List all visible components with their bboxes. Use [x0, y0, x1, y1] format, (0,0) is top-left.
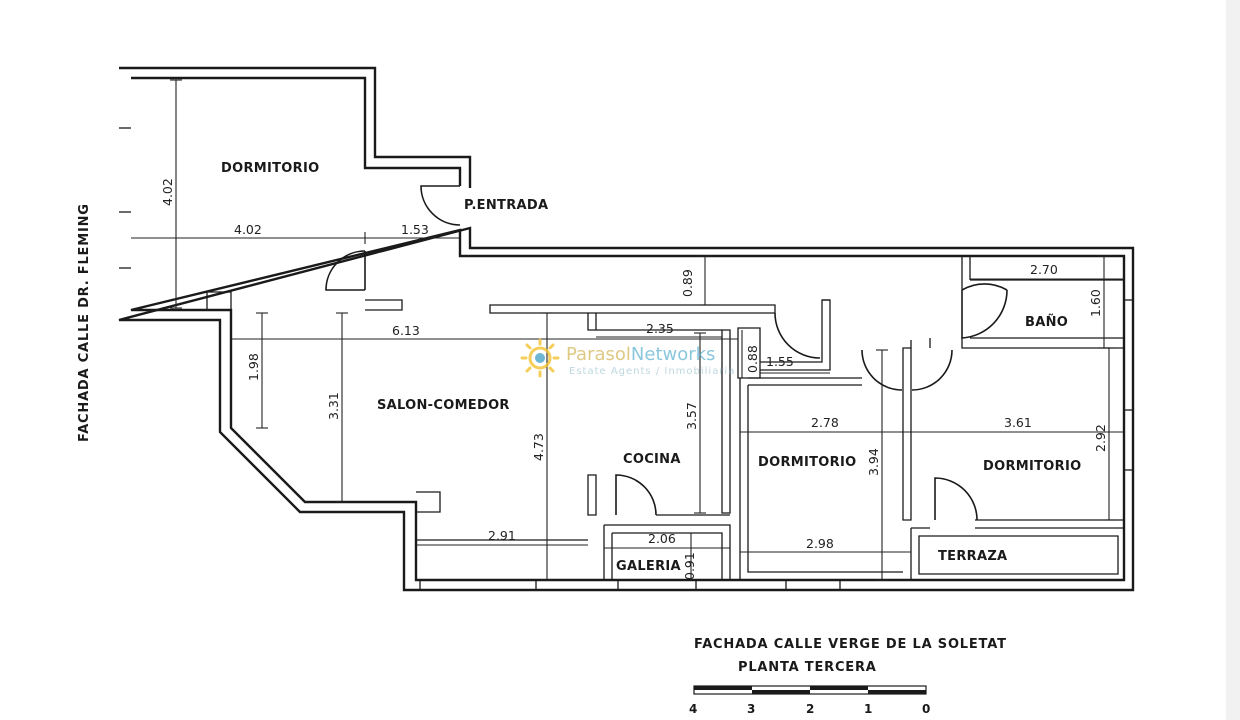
dimension-label: 6.13 [392, 323, 420, 338]
dimension-label: 0.91 [682, 552, 697, 580]
scale-label: 2 [806, 702, 814, 716]
facade-left-caption: FACHADA CALLE DR. FLEMING [77, 203, 92, 442]
dimension-labels: 4.02 4.02 1.53 0.89 2.70 1.60 6.13 2.35 … [160, 178, 1108, 580]
exterior-walls [118, 66, 1135, 592]
scale-label: 3 [747, 702, 755, 716]
room-label-entrada: P.ENTRADA [464, 198, 548, 213]
room-label-dormitorio: DORMITORIO [221, 161, 319, 176]
dimension-label: 2.35 [646, 321, 674, 336]
watermark-brand-a: Parasol [566, 344, 631, 365]
dimension-label: 1.55 [766, 354, 794, 369]
room-labels: DORMITORIO P.ENTRADA SALON-COMEDOR COCIN… [221, 161, 1081, 574]
floor-caption: PLANTA TERCERA [738, 660, 877, 675]
scale-bar: 4 3 2 1 0 [689, 685, 930, 716]
scale-label: 1 [864, 702, 872, 716]
page-edge-strip [1226, 0, 1240, 720]
dimension-label: 2.06 [648, 531, 676, 546]
dimension-label: 2.91 [488, 528, 516, 543]
svg-text:ParasolNetworks: ParasolNetworks [566, 344, 715, 365]
room-label-terraza: TERRAZA [938, 549, 1007, 564]
doors [325, 185, 1008, 521]
dimension-label: 2.92 [1093, 424, 1108, 452]
dimension-label: 0.89 [680, 269, 695, 297]
dimension-label: 3.31 [326, 392, 341, 420]
room-label-salon-comedor: SALON-COMEDOR [377, 398, 510, 413]
room-label-galeria: GALERIA [616, 559, 681, 574]
dimension-lines [131, 79, 1124, 581]
dimension-label: 2.70 [1030, 262, 1058, 277]
room-label-dormitorio: DORMITORIO [983, 459, 1081, 474]
scale-label: 4 [689, 702, 697, 716]
watermark-brand-b: Networks [631, 344, 716, 365]
dimension-label: 1.53 [401, 222, 429, 237]
watermark-tagline: Estate Agents / Inmobiliaria [569, 366, 735, 377]
room-label-dormitorio: DORMITORIO [758, 455, 856, 470]
dimension-label: 4.02 [234, 222, 262, 237]
interior-walls [206, 256, 1124, 580]
facade-bottom-caption: FACHADA CALLE VERGE DE LA SOLETAT [694, 637, 1007, 652]
watermark-logo: ParasolNetworks Estate Agents / Inmobili… [520, 338, 735, 378]
dimension-label: 3.57 [684, 402, 699, 430]
dimension-label: 4.73 [531, 433, 546, 461]
dimension-label: 0.88 [745, 345, 760, 373]
dimension-label: 1.60 [1088, 289, 1103, 317]
dimension-label: 3.61 [1004, 415, 1032, 430]
scale-label: 0 [922, 702, 930, 716]
dimension-label: 2.78 [811, 415, 839, 430]
room-label-cocina: COCINA [623, 452, 681, 467]
dimension-label: 1.98 [246, 353, 261, 381]
dimension-label: 2.98 [806, 536, 834, 551]
dimension-label: 3.94 [866, 448, 881, 476]
dimension-label: 4.02 [160, 178, 175, 206]
room-label-bano: BAÑO [1025, 314, 1068, 330]
sun-icon [520, 338, 560, 378]
